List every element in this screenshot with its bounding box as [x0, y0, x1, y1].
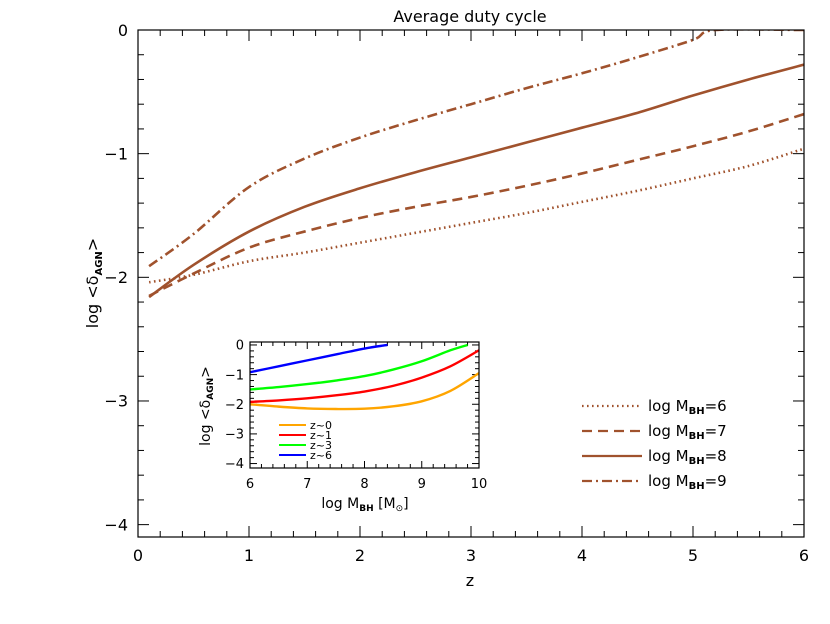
x-tick-label: 10	[471, 477, 488, 492]
series-line-2	[250, 343, 468, 391]
series-line-2	[148, 63, 804, 299]
y-tick-label: 0	[236, 339, 244, 354]
inset-series	[250, 343, 479, 411]
legend-label: log MBH=6	[648, 397, 727, 417]
y-tick-label: −3	[225, 428, 244, 443]
series-line-0	[250, 372, 479, 411]
x-tick-label: 3	[466, 546, 476, 565]
x-tick-label: 4	[577, 546, 587, 565]
main-tick-labels: 0 1 2 3 4 5 6 0 −1 −2 −3 −4	[104, 21, 809, 565]
inset-plot-frame	[249, 341, 480, 469]
chart-title: Average duty cycle	[393, 7, 546, 26]
y-tick-label: −1	[104, 144, 128, 163]
inset-legend-label: z~0	[310, 419, 332, 432]
x-tick-label: 0	[133, 546, 143, 565]
x-tick-label: 1	[244, 546, 254, 565]
x-tick-label: 8	[360, 477, 368, 492]
x-tick-label: 7	[303, 477, 311, 492]
inset-background	[250, 342, 479, 468]
y-axis-label: log <δAGN>	[83, 238, 105, 328]
inset-legend: z~0z~1z~3z~6	[279, 419, 332, 462]
y-tick-label: −4	[104, 515, 128, 534]
main-plot-frame	[137, 29, 805, 538]
inset-legend-label: z~6	[310, 449, 332, 462]
series-line-3	[250, 343, 388, 374]
series-line-0	[148, 147, 804, 284]
main-legend: log MBH=6 log MBH=7 log MBH=8 log MBH=9	[582, 397, 727, 492]
y-tick-label: −2	[104, 268, 128, 287]
series-line-3	[148, 30, 804, 268]
y-tick-label: 0	[118, 21, 128, 40]
y-tick-label: −3	[104, 392, 128, 411]
inset-x-axis-label: log MBH [M⊙]	[321, 496, 408, 514]
x-tick-label: 5	[688, 546, 698, 565]
y-tick-label: −4	[225, 457, 244, 472]
series-line-1	[148, 112, 804, 298]
inset-legend-label: z~1	[310, 429, 332, 442]
main-chart: Average duty cycle 0 1 2 3 4 5 6 0 −1 −2 −3 −4 z lo…	[83, 7, 809, 590]
series-line-1	[250, 349, 479, 404]
y-tick-label: −2	[225, 398, 244, 413]
inset-y-axis-label: log <δAGN>	[198, 366, 216, 446]
legend-label: log MBH=7	[648, 422, 727, 442]
x-tick-label: 6	[246, 477, 254, 492]
legend-label: log MBH=9	[648, 472, 727, 492]
main-series	[148, 30, 804, 299]
x-tick-label: 2	[355, 546, 365, 565]
x-axis-label: z	[466, 571, 474, 590]
x-tick-label: 6	[799, 546, 809, 565]
inset-legend-label: z~3	[310, 439, 332, 452]
y-tick-label: −1	[225, 368, 244, 383]
x-tick-label: 9	[418, 477, 426, 492]
legend-label: log MBH=8	[648, 447, 727, 467]
inset-tick-labels: 6 7 8 9 10 0 −1 −2 −3 −4	[225, 339, 487, 492]
